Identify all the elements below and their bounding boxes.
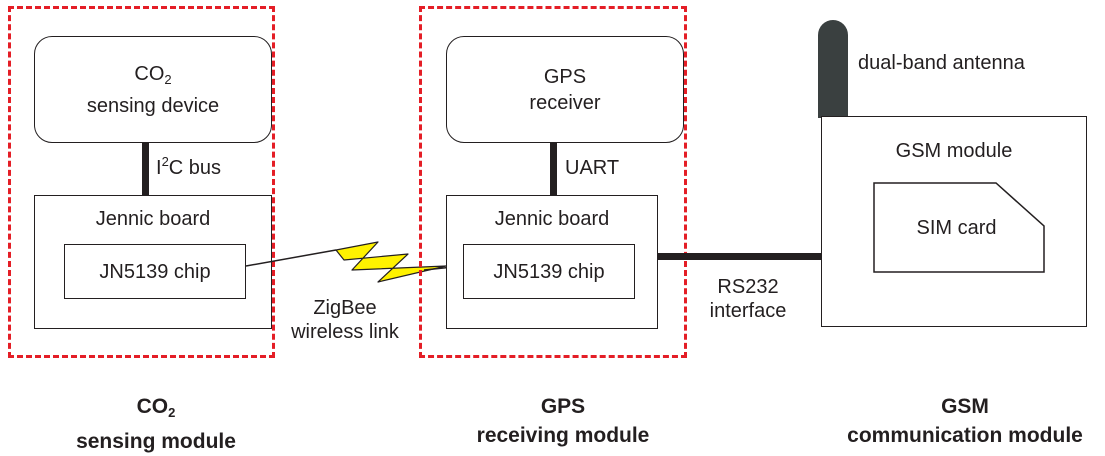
rs232-label: RS232 interface bbox=[709, 276, 787, 322]
i2c-bus-connector bbox=[142, 143, 149, 195]
i2c-bus-label: I2C bus bbox=[156, 154, 222, 179]
gsm-module-title: GSM communication module bbox=[847, 395, 1083, 447]
uart-label: UART bbox=[565, 157, 620, 179]
co2-module-title: CO2 sensing module bbox=[76, 395, 236, 453]
co2-sensing-device-line2: sensing device bbox=[86, 94, 220, 117]
co2-jn5139-chip: JN5139 chip bbox=[64, 244, 246, 299]
antenna-label: dual-band antenna bbox=[858, 52, 1025, 74]
co2-jn5139-chip-label: JN5139 chip bbox=[99, 260, 211, 283]
zigbee-label: ZigBee wireless link bbox=[291, 297, 399, 343]
antenna-icon bbox=[818, 20, 848, 118]
gps-jennic-board-label: Jennic board bbox=[494, 208, 610, 230]
sim-card-label: SIM card bbox=[916, 217, 997, 239]
gps-jn5139-chip-label: JN5139 chip bbox=[493, 260, 605, 283]
co2-sensing-device-line1: CO2 bbox=[134, 62, 172, 87]
co2-sensing-device-box: CO2 sensing device bbox=[34, 36, 272, 143]
co2-module-frame bbox=[8, 6, 275, 358]
gps-jn5139-chip: JN5139 chip bbox=[463, 244, 635, 299]
gsm-module-label: GSM module bbox=[895, 140, 1013, 162]
rs232-connector bbox=[658, 253, 821, 260]
gps-module-frame bbox=[419, 6, 687, 358]
gps-module-title: GPS receiving module bbox=[476, 395, 650, 447]
gps-receiver-box: GPS receiver bbox=[446, 36, 684, 143]
co2-jennic-board-label: Jennic board bbox=[95, 208, 211, 230]
uart-connector bbox=[550, 143, 557, 195]
